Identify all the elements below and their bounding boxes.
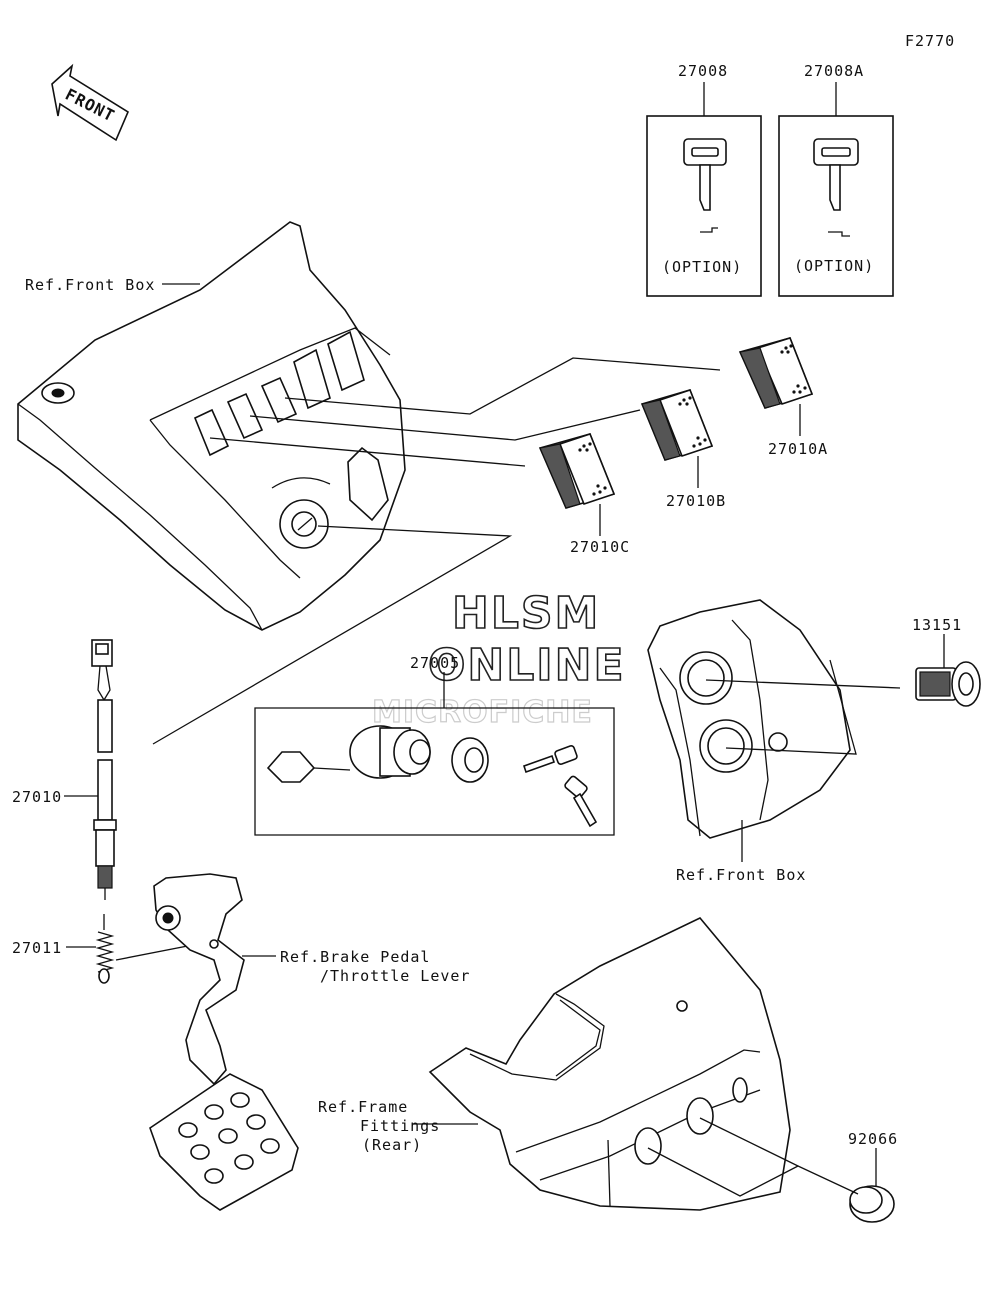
rear-frame-fitting — [428, 917, 791, 1211]
switch-slot — [260, 376, 298, 424]
key-icon — [813, 138, 859, 237]
switch-slot — [293, 348, 331, 410]
ref-frame-3: (Rear) — [362, 1136, 422, 1154]
brake-switch-harness — [91, 639, 117, 900]
part-92066-label: 92066 — [848, 1130, 898, 1148]
ref-frame-1: Ref.Frame — [318, 1098, 408, 1116]
watermark-line3: MICROFICHE — [372, 695, 593, 730]
part-27011-label: 27011 — [12, 939, 62, 957]
option-label: (OPTION) — [662, 258, 742, 276]
front-arrow-icon: FRONT — [51, 63, 130, 142]
spring-27011 — [95, 914, 115, 984]
plug-cap-92066 — [849, 1185, 895, 1223]
switch-slot — [226, 392, 264, 440]
watermark-line1: HLSM — [452, 588, 600, 639]
switch-slot — [327, 330, 365, 392]
ref-brake-pedal-2: /Throttle Lever — [320, 967, 470, 985]
key-27008A-group: 27008A (OPTION) — [778, 62, 894, 297]
part-27010B-label: 27010B — [666, 492, 726, 510]
key-icon — [683, 138, 727, 233]
front-box-panel — [17, 221, 406, 631]
rocker-switch-27010A — [738, 337, 814, 436]
ignition-kit-27005 — [254, 672, 615, 836]
part-27005-label: 27005 — [410, 654, 460, 672]
brake-pedal — [149, 873, 299, 1211]
ref-front-box-top: Ref.Front Box — [25, 276, 155, 294]
key-27008-group: 27008 (OPTION) — [646, 62, 762, 297]
part-27010C-label: 27010C — [570, 538, 630, 556]
rocker-switch-27010C — [538, 433, 616, 536]
watermark: HLSM ONLINE MICROFICHE — [371, 587, 626, 730]
part-27010A-label: 27010A — [768, 440, 828, 458]
front-box-socket-panel — [647, 599, 851, 839]
figure-code: F2770 — [905, 32, 955, 50]
part-13151-label: 13151 — [912, 616, 962, 634]
ref-front-box-right: Ref.Front Box — [676, 866, 806, 884]
rocker-switch-27010B — [640, 389, 714, 488]
socket-13151 — [915, 661, 981, 707]
ref-brake-pedal-1: Ref.Brake Pedal — [280, 948, 430, 966]
switch-slot — [193, 408, 230, 457]
part-27010-label: 27010 — [12, 788, 62, 806]
part-27008A-label: 27008A — [804, 62, 864, 80]
ref-frame-2: Fittings — [360, 1117, 440, 1135]
watermark-line2: ONLINE — [428, 640, 626, 691]
key-icon — [522, 745, 598, 828]
part-27008-label: 27008 — [678, 62, 728, 80]
option-label: (OPTION) — [794, 257, 874, 275]
